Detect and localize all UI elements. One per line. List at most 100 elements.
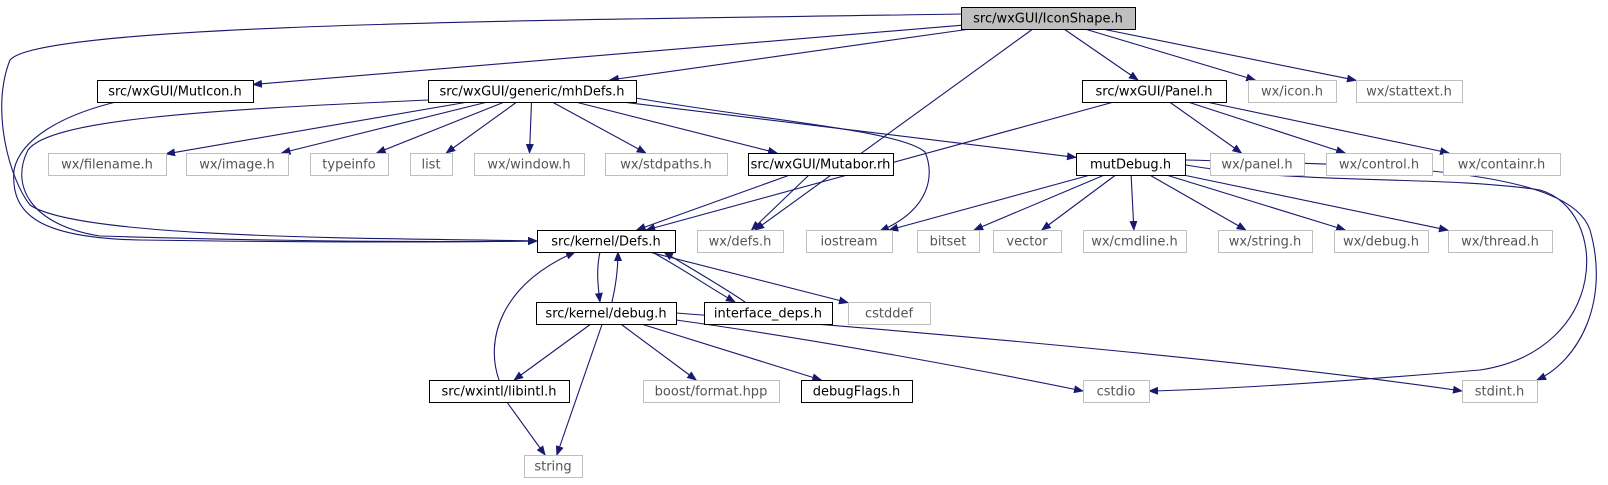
node-label: src/wxGUI/Panel.h	[1096, 85, 1213, 100]
node-muticon[interactable]: src/wxGUI/MutIcon.h	[97, 80, 254, 103]
node-bitset: bitset	[917, 230, 980, 253]
node-label: src/wxGUI/generic/mhDefs.h	[439, 85, 624, 100]
edge-mutdebug-to-cstdio	[1148, 164, 1588, 395]
node-label: iostream	[820, 235, 877, 250]
node-label: wx/defs.h	[709, 235, 772, 250]
edge-kdefs-to-cstddef	[649, 251, 849, 305]
node-box	[917, 230, 980, 253]
edge-libintl-to-string	[506, 401, 546, 456]
node-wxwindow: wx/window.h	[474, 153, 585, 176]
edge-mutaborrh-to-kdefs	[635, 174, 791, 231]
node-label: src/kernel/debug.h	[545, 307, 666, 322]
node-vector: vector	[993, 230, 1062, 253]
edge-kdebug-to-kdefs	[611, 251, 622, 303]
node-label: src/wxGUI/Mutabor.rh	[751, 158, 891, 173]
node-label: wx/control.h	[1339, 158, 1419, 173]
node-libintl[interactable]: src/wxintl/libintl.h	[429, 380, 570, 403]
node-label: wx/debug.h	[1343, 235, 1419, 250]
edge-mutdebug-to-bitset	[973, 174, 1105, 231]
node-box	[1248, 80, 1337, 103]
edge-mutaborrh-to-wxdefs	[750, 174, 810, 231]
node-cstddef: cstddef	[848, 302, 931, 325]
node-box	[1462, 380, 1538, 403]
node-iconshape[interactable]: src/wxGUI/IconShape.h	[961, 7, 1136, 30]
edge-panel-to-wxpanel	[1169, 101, 1243, 154]
edges-layer	[1, 13, 1597, 456]
node-wxthread: wx/thread.h	[1448, 230, 1553, 253]
node-label: boost/format.hpp	[655, 385, 768, 400]
node-wxcontainr: wx/containr.h	[1443, 153, 1561, 176]
node-box	[1083, 380, 1150, 403]
node-label: wx/image.h	[199, 158, 275, 173]
node-box	[310, 153, 389, 176]
node-box	[1334, 230, 1429, 253]
node-box	[537, 230, 676, 253]
node-label: bitset	[930, 235, 967, 250]
node-label: src/wxGUI/MutIcon.h	[108, 85, 242, 100]
node-box	[97, 80, 254, 103]
node-label: list	[421, 158, 440, 173]
node-label: vector	[1006, 235, 1048, 250]
node-label: wx/window.h	[487, 158, 570, 173]
node-box	[605, 153, 728, 176]
node-label: src/wxGUI/IconShape.h	[973, 12, 1123, 27]
node-label: cstdio	[1097, 385, 1136, 400]
node-box	[1218, 230, 1313, 253]
node-label: wx/panel.h	[1221, 158, 1292, 173]
edge-mhdefs-to-wxwindow	[525, 101, 534, 154]
edge-kdebug-to-debugflags	[641, 323, 823, 382]
edge-iconshape-to-kdefs	[1, 13, 963, 245]
node-label: string	[534, 460, 571, 475]
node-label: src/kernel/Defs.h	[551, 235, 661, 250]
node-ifdeps[interactable]: interface_deps.h	[704, 302, 833, 325]
edge-iconshape-to-wxstattext	[1102, 28, 1357, 83]
node-iostream: iostream	[806, 230, 893, 253]
node-kdebug[interactable]: src/kernel/debug.h	[536, 302, 677, 325]
edge-iconshape-to-mhdefs	[608, 28, 971, 83]
node-label: src/wxintl/libintl.h	[441, 385, 556, 400]
node-label: wx/containr.h	[1458, 158, 1545, 173]
edge-iconshape-to-wxdefs	[754, 28, 1034, 231]
node-mhdefs[interactable]: src/wxGUI/generic/mhDefs.h	[428, 80, 637, 103]
edge-panel-to-wxcontrol	[1187, 101, 1347, 155]
node-label: interface_deps.h	[714, 307, 822, 322]
node-box	[1082, 80, 1227, 103]
node-wxstring: wx/string.h	[1218, 230, 1313, 253]
node-box	[1326, 153, 1433, 176]
node-mutaborrh[interactable]: src/wxGUI/Mutabor.rh	[748, 153, 894, 176]
node-wxicon: wx/icon.h	[1248, 80, 1337, 103]
node-box	[1443, 153, 1561, 176]
node-debugflags[interactable]: debugFlags.h	[801, 380, 913, 403]
edge-mutdebug-to-wxthread	[1183, 174, 1449, 233]
node-string: string	[524, 455, 583, 478]
node-label: debugFlags.h	[813, 385, 900, 400]
edge-iconshape-to-wxicon	[1084, 28, 1257, 82]
edge-mutdebug-to-stdint	[1185, 159, 1597, 381]
node-wxcontrol: wx/control.h	[1326, 153, 1433, 176]
node-box	[1083, 230, 1187, 253]
node-box	[524, 455, 583, 478]
node-box	[961, 7, 1136, 30]
node-wximage: wx/image.h	[186, 153, 289, 176]
node-box	[806, 230, 893, 253]
node-wxpanel: wx/panel.h	[1210, 153, 1305, 176]
edge-mhdefs-to-typeinfo	[375, 101, 505, 154]
node-box	[697, 230, 784, 253]
node-box	[748, 153, 894, 176]
edge-mhdefs-to-list	[445, 101, 518, 154]
node-box	[1210, 153, 1305, 176]
edge-mhdefs-to-mutaborrh	[575, 101, 778, 155]
node-panel[interactable]: src/wxGUI/Panel.h	[1082, 80, 1227, 103]
node-kdefs[interactable]: src/kernel/Defs.h	[537, 230, 676, 253]
node-stdint: stdint.h	[1462, 380, 1538, 403]
edge-panel-to-wxcontainr	[1206, 101, 1451, 156]
node-mutdebug[interactable]: mutDebug.h	[1076, 153, 1186, 176]
edge-mutdebug-to-vector	[1040, 174, 1117, 231]
node-wxfilename: wx/filename.h	[48, 153, 167, 176]
node-wxcmdline: wx/cmdline.h	[1083, 230, 1187, 253]
node-box	[429, 380, 570, 403]
node-box	[474, 153, 585, 176]
node-label: wx/string.h	[1229, 235, 1301, 250]
node-box	[1076, 153, 1186, 176]
node-box	[704, 302, 833, 325]
